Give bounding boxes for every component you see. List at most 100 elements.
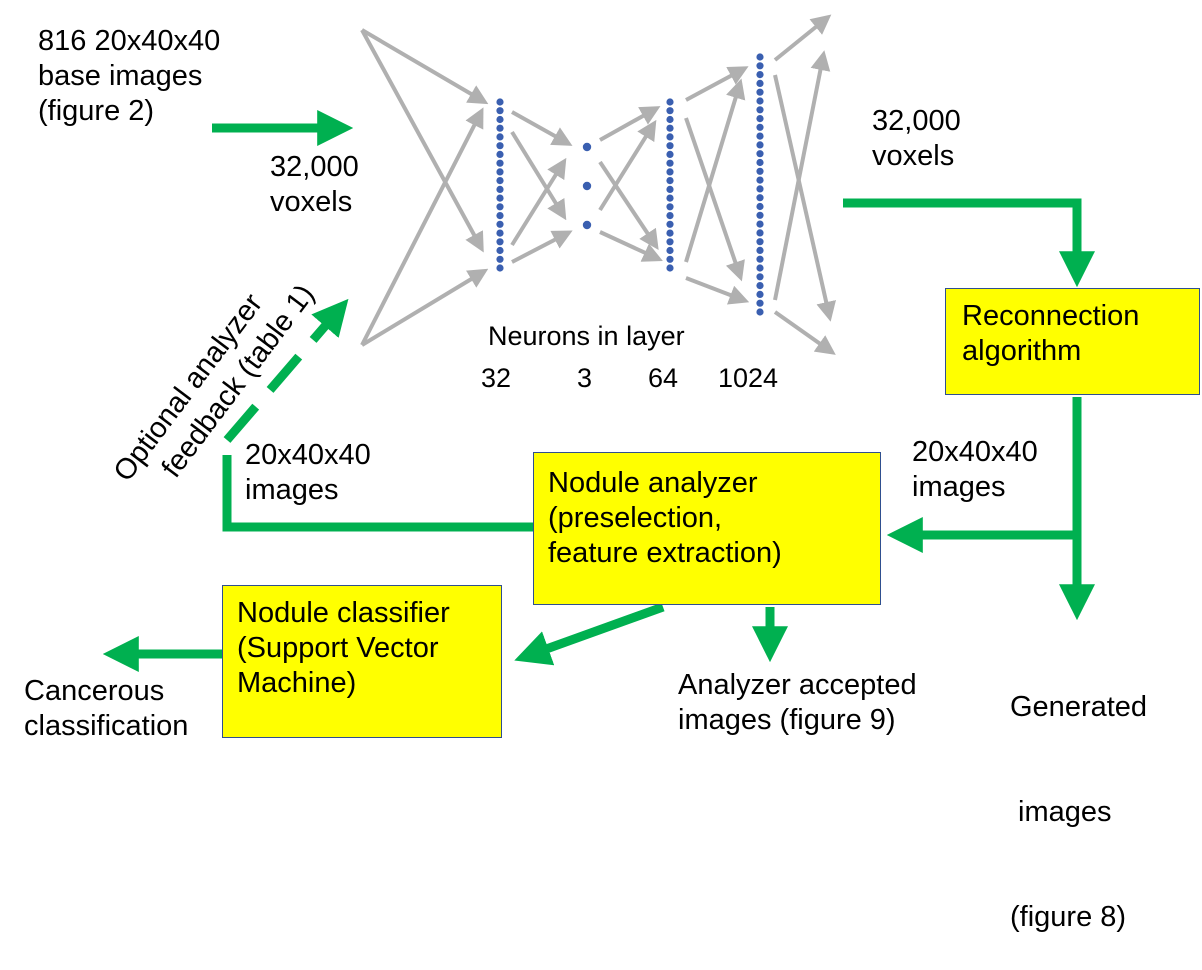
input-line1: 816 20x40x40	[38, 25, 221, 57]
neuron-dot	[756, 115, 764, 123]
neuron-dot	[756, 158, 764, 167]
neuron-dot	[496, 212, 504, 220]
neuron-dot	[666, 124, 674, 132]
images-left-label: 20x40x40 images	[245, 438, 371, 508]
neuron-dot	[496, 159, 504, 167]
neuron-dot	[496, 229, 504, 237]
net-arrow	[598, 160, 659, 250]
input-line3: (figure 2)	[38, 95, 155, 127]
net-arrow	[599, 230, 663, 262]
reconnection-line1: Reconnection	[962, 300, 1140, 332]
neuron-dot	[756, 238, 764, 246]
neuron-dot	[756, 220, 764, 228]
nodule-analyzer-box: Nodule analyzer (preselection, feature e…	[533, 452, 881, 605]
neuron-dot	[756, 53, 764, 61]
classifier-line1: Nodule classifier	[237, 597, 450, 629]
neuron-dot	[496, 238, 504, 246]
net-arrow	[598, 119, 657, 212]
output-voxels-label: 32,000 voxels	[872, 104, 961, 174]
net-arrow	[773, 310, 836, 355]
input-voxels-line1: 32,000	[270, 151, 359, 183]
neuron-dot	[496, 203, 504, 211]
neuron-dot	[666, 246, 674, 255]
layer-label-64: 64	[648, 363, 679, 393]
neuron-dot	[756, 282, 764, 290]
layer-label-32: 32	[481, 363, 512, 393]
neuron-dot	[666, 98, 674, 106]
neuron-dot	[666, 194, 674, 202]
neuron-dot	[756, 123, 764, 131]
net-arrow	[510, 157, 567, 247]
layer-label-3: 3	[577, 363, 593, 393]
neuron-dot	[666, 229, 674, 237]
neuron-dot	[756, 167, 764, 175]
feedback-dashed-arrow	[223, 298, 349, 443]
neuron-dot	[756, 264, 764, 272]
input-voxels-label: 32,000 voxels	[270, 150, 359, 220]
net-arrow	[599, 106, 661, 142]
neuron-dot	[496, 142, 504, 150]
neuron-dot	[756, 255, 764, 263]
neuron-dot	[756, 106, 764, 114]
flow-arrows	[102, 110, 1095, 672]
analyzer-line1: Nodule analyzer	[548, 467, 758, 499]
neuron-dot	[496, 246, 504, 255]
neuron-dot	[496, 98, 504, 106]
neuron-dot	[496, 185, 504, 193]
neuron-dot	[496, 150, 504, 158]
output-voxels-line1: 32,000	[872, 105, 961, 137]
neuron-dot	[756, 71, 764, 79]
neuron-dot	[666, 115, 674, 124]
neuron-dot	[756, 185, 764, 193]
cancerous-line1: Cancerous	[24, 675, 165, 707]
generated-label: Generated images (figure 8)	[1010, 620, 1147, 970]
neuron-dot	[666, 185, 674, 193]
neuron-dot	[496, 115, 504, 124]
neuron-dot	[756, 132, 764, 140]
neuron-dot	[496, 194, 504, 202]
reconnection-line2: algorithm	[962, 335, 1082, 367]
neuron-dot	[666, 168, 674, 176]
voxels-to-reconnection-arrow	[843, 198, 1095, 288]
analyzer-line2: (preselection,	[548, 502, 723, 534]
classifier-line3: Machine)	[237, 667, 357, 699]
net-arrow	[511, 230, 573, 264]
neuron-dot	[496, 255, 504, 263]
neurons-caption: Neurons in layer	[488, 321, 685, 351]
neuron-dot	[666, 150, 674, 158]
accepted-label: Analyzer accepted images (figure 9)	[678, 668, 917, 738]
neuron-dot	[496, 177, 504, 185]
generated-line1: Generated	[1010, 691, 1148, 723]
neuron-dot	[756, 246, 764, 254]
layer-label-1024: 1024	[718, 363, 779, 393]
images-left-line1: 20x40x40	[245, 439, 371, 471]
neuron-dot	[756, 194, 764, 202]
neuron-dot	[756, 150, 764, 158]
neuron-dot	[666, 142, 674, 150]
neuron-layer-32	[496, 98, 504, 272]
neuron-dot	[756, 229, 764, 237]
input-voxels-line2: voxels	[270, 186, 353, 218]
analyzer-line3: feature extraction)	[548, 537, 782, 569]
net-arrow	[360, 107, 484, 346]
neuron-dot	[666, 133, 674, 141]
neuron-layer-1024	[756, 53, 764, 316]
net-arrow	[773, 14, 832, 62]
neuron-dot	[756, 97, 764, 105]
neuron-dot	[756, 88, 764, 96]
neuron-layer-3	[582, 142, 592, 230]
neuron-dot	[582, 220, 592, 230]
images-left-line2: images	[245, 474, 339, 506]
neuron-dot	[756, 79, 764, 87]
neuron-dot	[582, 181, 592, 191]
output-voxels-line2: voxels	[872, 140, 955, 172]
generated-line2: images	[1010, 796, 1112, 828]
neuron-dot	[666, 238, 674, 246]
net-arrow	[685, 276, 750, 305]
net-arrow	[773, 50, 831, 301]
net-arrow	[511, 110, 573, 146]
network-connections	[360, 14, 836, 355]
pipeline-diagram	[102, 14, 1095, 672]
neuron-dot	[756, 273, 764, 281]
cancerous-label: Cancerous classification	[24, 674, 188, 744]
